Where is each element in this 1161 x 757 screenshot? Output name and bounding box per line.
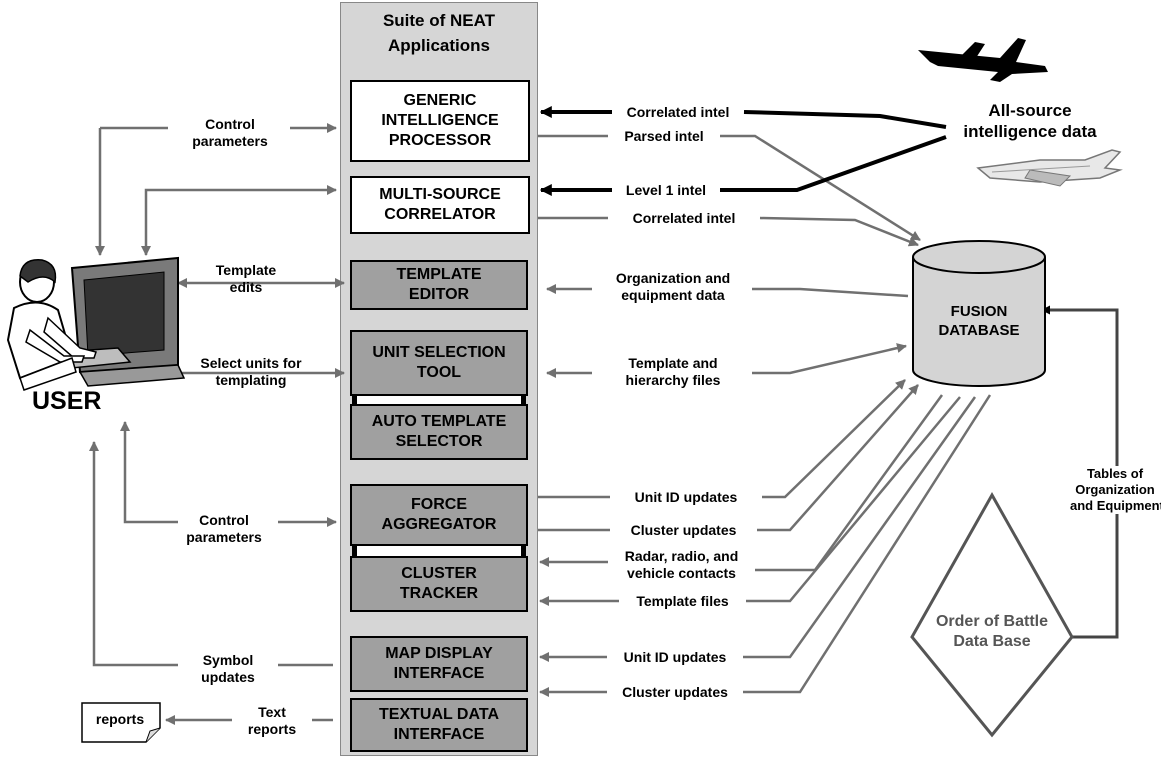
control-params-bottom-up (120, 421, 178, 524)
cluster-updates-out-label: Cluster updates (630, 522, 737, 538)
correlated-intel-out-label: Correlated intel (632, 210, 736, 226)
unit-id-out-to-db (762, 379, 906, 499)
parsed-intel-to-db (720, 134, 921, 242)
cluster-in-from-db (743, 394, 992, 694)
correlated-intel-out-to-db (759, 216, 919, 247)
cluster-out-to-db (757, 384, 919, 532)
reports-label: reports (95, 711, 145, 727)
template-files-from-db (746, 396, 961, 603)
level1-intel-source (720, 135, 947, 192)
aircraft-icon-top (918, 38, 1048, 82)
suite-title: Suite of NEAT Applications (382, 11, 496, 55)
user-msc-link (141, 185, 337, 256)
level1-intel-label: Level 1 intel (625, 182, 707, 198)
user-at-computer-icon (6, 256, 186, 391)
fa-ct-connector (352, 546, 526, 556)
correlated-intel-in-label: Correlated intel (626, 104, 730, 120)
order-of-battle-diamond (910, 491, 1074, 738)
parsed-intel-label: Parsed intel (624, 128, 704, 144)
user-label: USER (32, 387, 102, 415)
org-equip-from-db (752, 287, 909, 298)
template-hierarchy-to-db (752, 343, 907, 375)
cluster-updates-in-label: Cluster updates (622, 684, 728, 700)
aircraft-icon-bottom (976, 149, 1123, 187)
ust-ats-connector (352, 396, 526, 404)
unit-id-in-from-db (743, 396, 977, 659)
unit-id-updates-in-label: Unit ID updates (623, 649, 727, 665)
correlated-intel-in-source (743, 110, 947, 129)
template-files-label: Template files (636, 593, 729, 609)
symbol-updates-up (89, 441, 178, 667)
fusion-database-cylinder (912, 240, 1046, 387)
unit-id-updates-out-label: Unit ID updates (634, 489, 738, 505)
